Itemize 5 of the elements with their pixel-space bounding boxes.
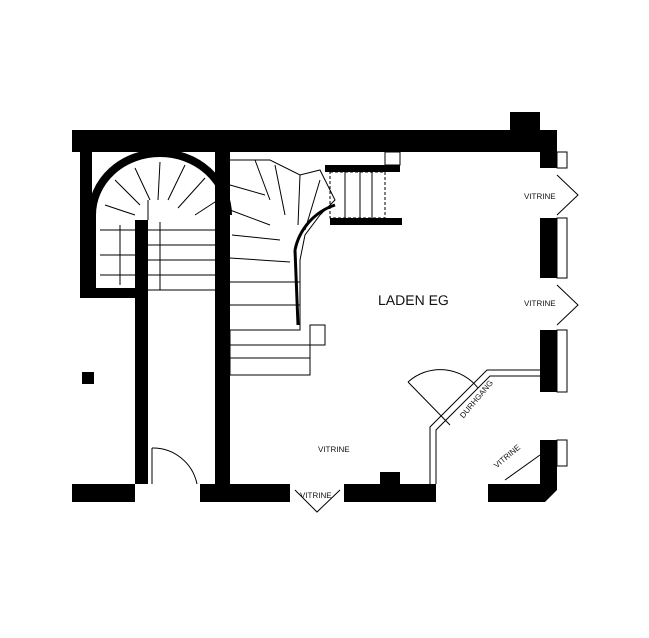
area-label: VITRINE	[300, 492, 332, 500]
area-label: VITRINE	[318, 446, 350, 454]
area-label: VITRINE	[524, 300, 556, 308]
area-label: VITRINE	[524, 193, 556, 201]
room-label: LADEN EG	[378, 293, 449, 307]
